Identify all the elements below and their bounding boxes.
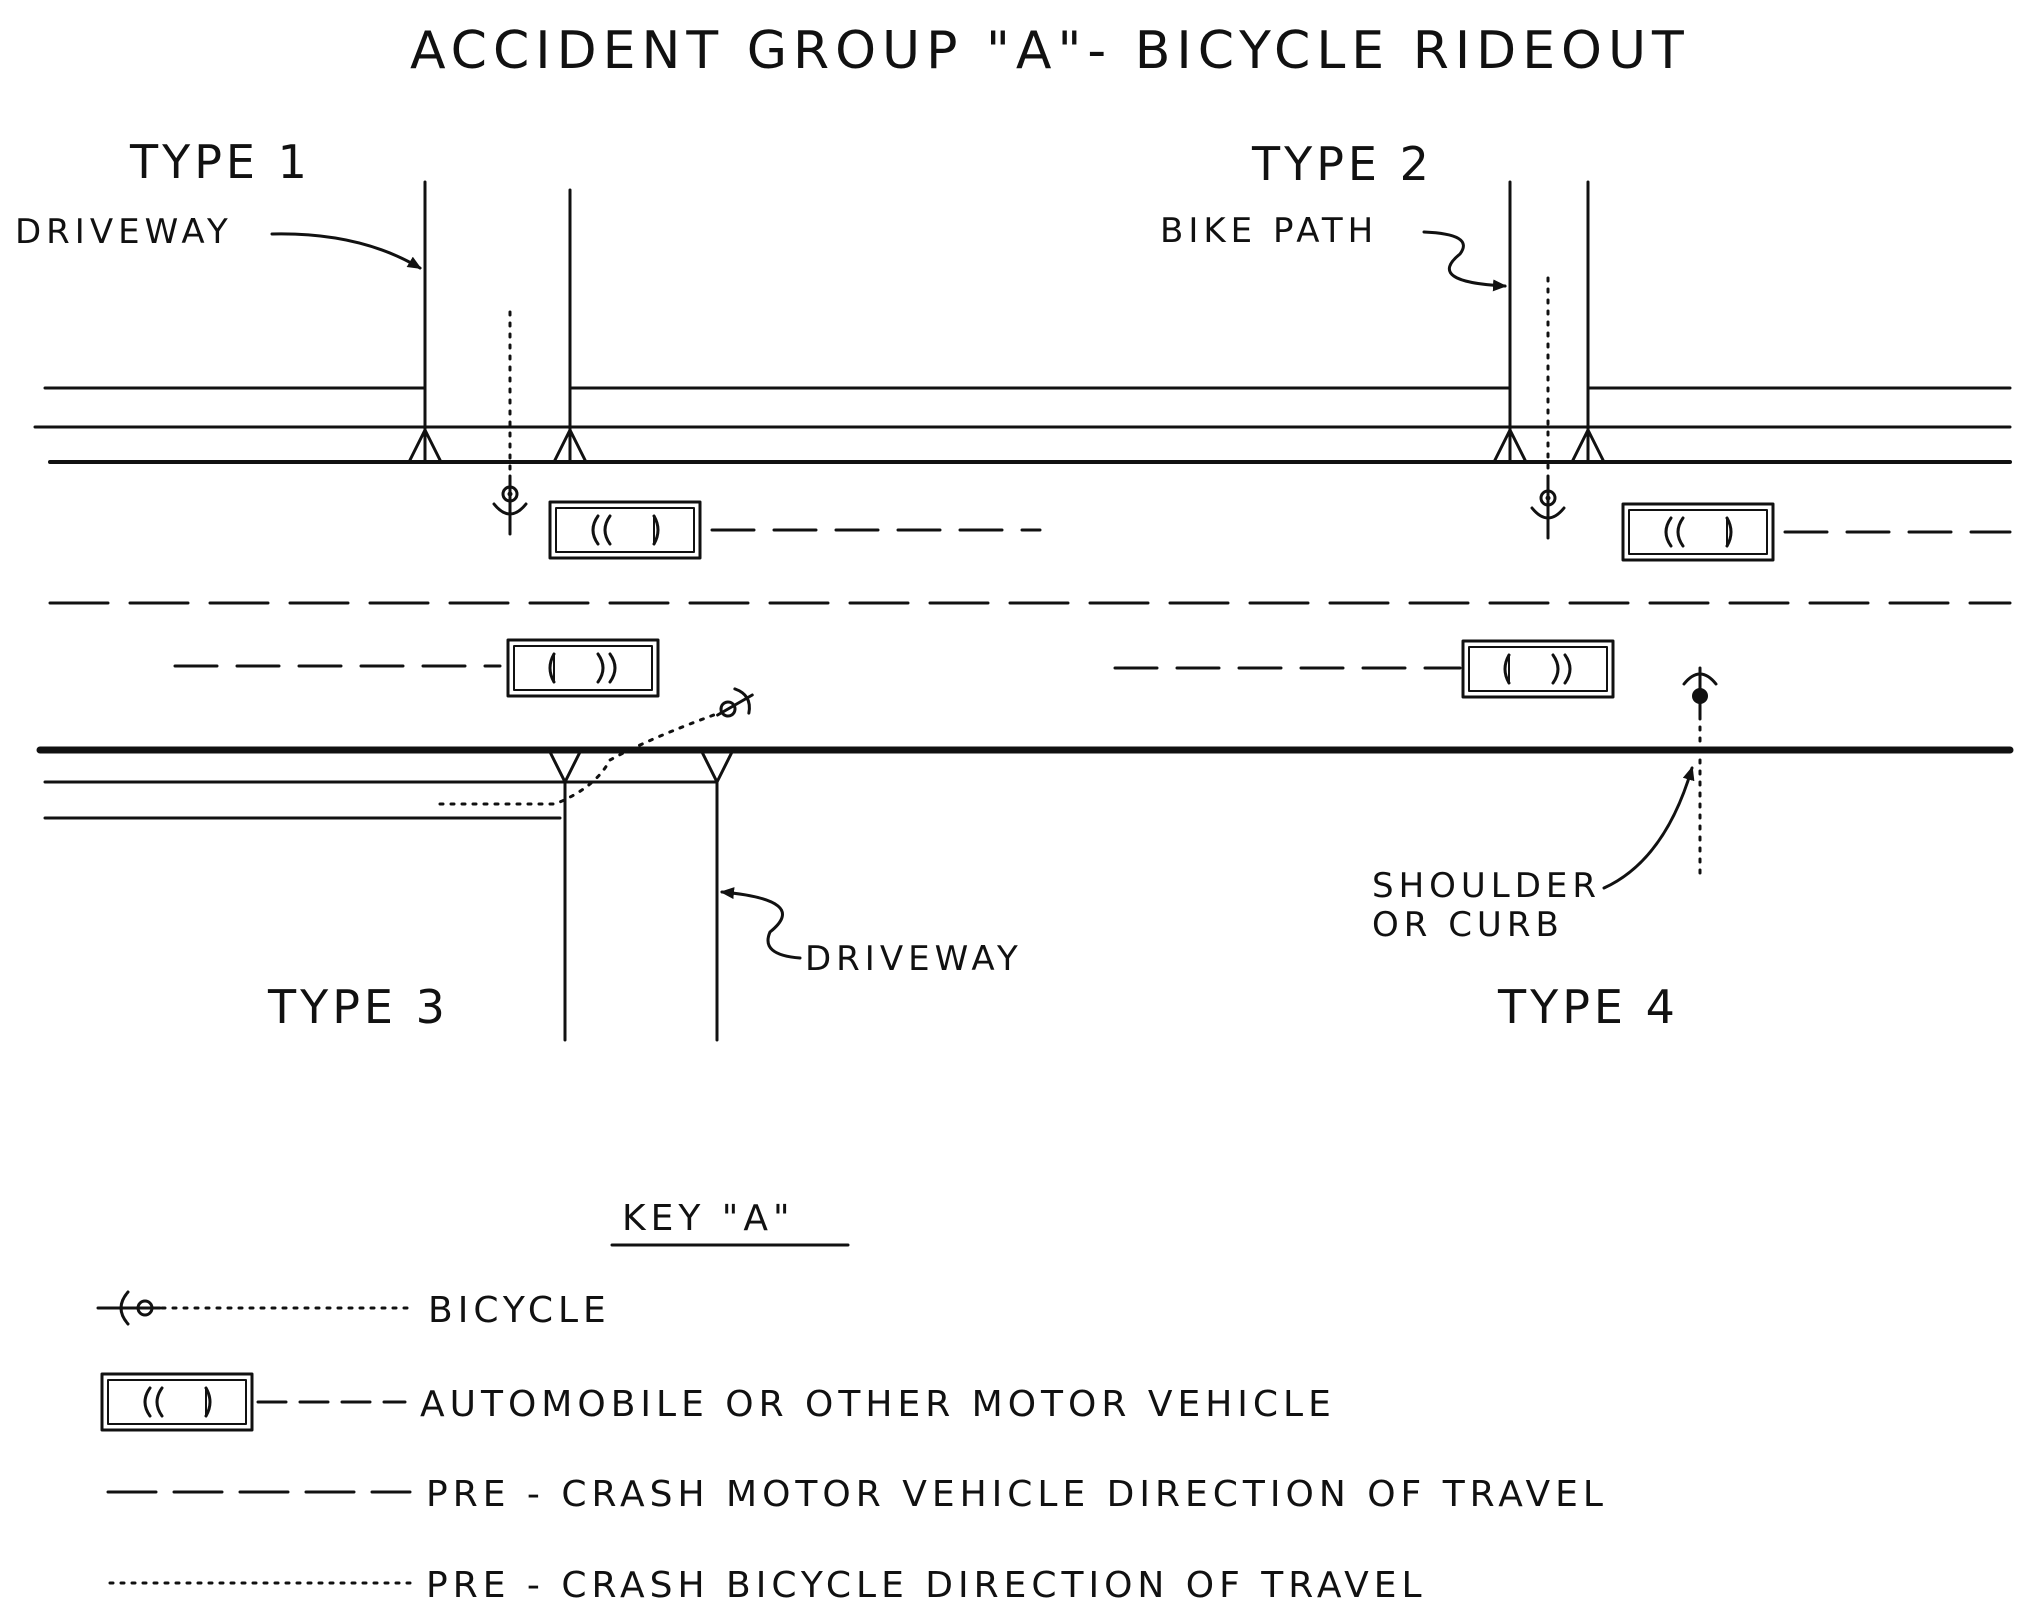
type3-vehicle-icon	[506, 638, 660, 698]
key-vehicle-symbol	[100, 1372, 407, 1432]
type2-vehicle-icon	[1621, 502, 1775, 562]
type4-label: TYPE 4	[1497, 980, 1679, 1034]
key-title: KEY "A"	[622, 1198, 795, 1239]
type2-bike-path	[1492, 180, 1606, 464]
type3-driveway-label: DRIVEWAY	[805, 939, 1023, 979]
key-bicycle-symbol	[96, 1290, 412, 1326]
type3-driveway	[547, 748, 735, 1042]
type4-vehicle-icon	[1461, 639, 1615, 699]
road-south-edge	[36, 746, 2014, 820]
key-bicycle-label: BICYCLE	[428, 1290, 611, 1331]
type1-label: TYPE 1	[129, 135, 311, 189]
road-north-edge	[33, 386, 2012, 464]
type2-bicycle-icon	[1530, 478, 1566, 540]
type1-bicycle-icon	[492, 474, 528, 536]
type1-callout-arrow	[270, 232, 422, 270]
type2-callout-arrow	[1422, 230, 1507, 292]
type4-shoulder-label: SHOULDER	[1372, 866, 1601, 906]
type1-driveway-label: DRIVEWAY	[15, 212, 233, 252]
type3-callout-arrow	[720, 887, 802, 960]
type3-bicycle-path	[438, 710, 724, 806]
key-vehicle-path-label: PRE - CRASH MOTOR VEHICLE DIRECTION OF T…	[426, 1474, 1608, 1515]
type4-bicycle-icon	[1682, 666, 1718, 718]
type2-bike-path-label: BIKE PATH	[1160, 211, 1378, 251]
type2-label: TYPE 2	[1251, 137, 1433, 191]
key-vehicle-label: AUTOMOBILE OR OTHER MOTOR VEHICLE	[420, 1384, 1336, 1425]
type4-curb-label: OR CURB	[1372, 905, 1564, 945]
type4-callout-arrow	[1602, 766, 1695, 890]
key-bicycle-path-label: PRE - CRASH BICYCLE DIRECTION OF TRAVEL	[426, 1565, 1427, 1606]
diagram-title: ACCIDENT GROUP "A"- BICYCLE RIDEOUT	[410, 21, 1690, 81]
type1-vehicle-icon	[548, 500, 702, 560]
type1-driveway	[407, 180, 588, 464]
type3-bicycle-icon	[716, 687, 754, 718]
type3-label: TYPE 3	[267, 980, 449, 1034]
